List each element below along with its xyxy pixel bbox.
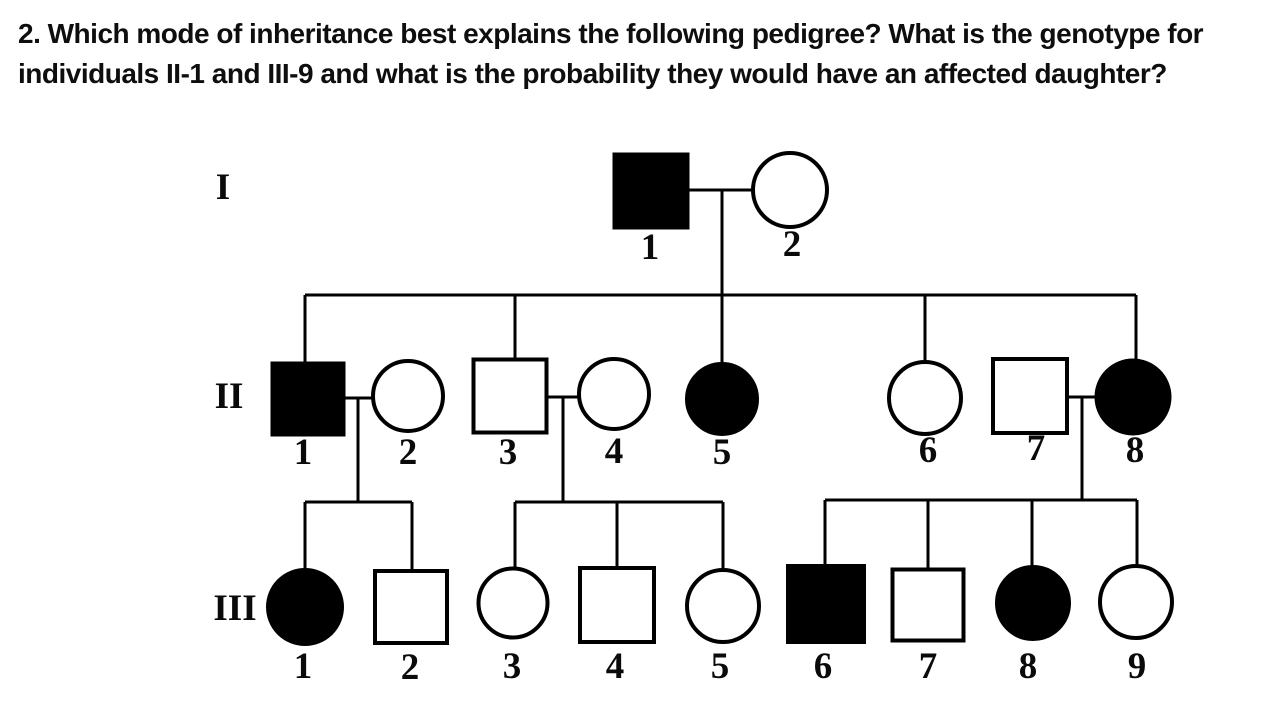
individual-number-III-3: 3 [503, 646, 522, 687]
individual-III-1-affected-female-circle [266, 568, 344, 646]
individual-number-III-8: 8 [1019, 646, 1038, 687]
individual-III-3-female-circle [476, 566, 550, 640]
individual-number-III-6: 6 [814, 646, 833, 687]
individual-III-9-female-circle [1098, 564, 1174, 640]
individual-number-II-6: 6 [919, 430, 938, 471]
generation-label-II: II [215, 376, 244, 417]
individual-III-7-male-square [890, 567, 966, 643]
individual-number-II-2: 2 [399, 432, 418, 473]
individual-I-2-female-circle [751, 151, 829, 229]
individual-number-II-1: 1 [294, 432, 313, 473]
individual-number-III-7: 7 [919, 646, 938, 687]
question-line-1: 2. Which mode of inheritance best explai… [18, 18, 1204, 49]
individual-number-III-5: 5 [711, 646, 730, 687]
individual-number-II-4: 4 [605, 431, 624, 472]
individual-III-2-male-square [373, 569, 449, 645]
individual-II-4-female-circle [577, 357, 651, 431]
individual-II-7-male-square [991, 357, 1069, 435]
individual-number-III-4: 4 [606, 646, 625, 687]
individual-III-8-affected-female-circle [995, 565, 1071, 641]
individual-number-II-3: 3 [499, 432, 518, 473]
individual-number-III-9: 9 [1128, 646, 1147, 687]
individual-number-I-2: 2 [783, 224, 802, 265]
generation-label-III: III [213, 588, 256, 629]
individual-number-II-8: 8 [1126, 430, 1145, 471]
individual-number-III-1: 1 [294, 646, 313, 687]
question-text: 2. Which mode of inheritance best explai… [18, 14, 1258, 94]
generation-label-I: I [216, 167, 230, 208]
individual-II-1-affected-male-square [270, 361, 346, 437]
individual-III-5-female-circle [685, 568, 761, 644]
individual-II-6-female-circle [887, 360, 963, 436]
question-line-2: individuals II-1 and III-9 and what is t… [18, 58, 1167, 89]
individual-II-8-affected-female-circle [1094, 358, 1172, 436]
individual-III-4-male-square [578, 566, 656, 644]
individual-number-I-1: 1 [641, 227, 660, 268]
individual-II-3-male-square [471, 357, 549, 435]
individual-II-2-female-circle [371, 359, 445, 433]
individual-I-1-affected-male-square [612, 152, 690, 230]
individual-II-5-affected-female-circle [685, 362, 759, 436]
individual-III-6-affected-male-square [786, 564, 866, 644]
individual-number-II-7: 7 [1027, 428, 1046, 469]
individual-number-III-2: 2 [401, 647, 420, 688]
individual-number-II-5: 5 [713, 432, 732, 473]
